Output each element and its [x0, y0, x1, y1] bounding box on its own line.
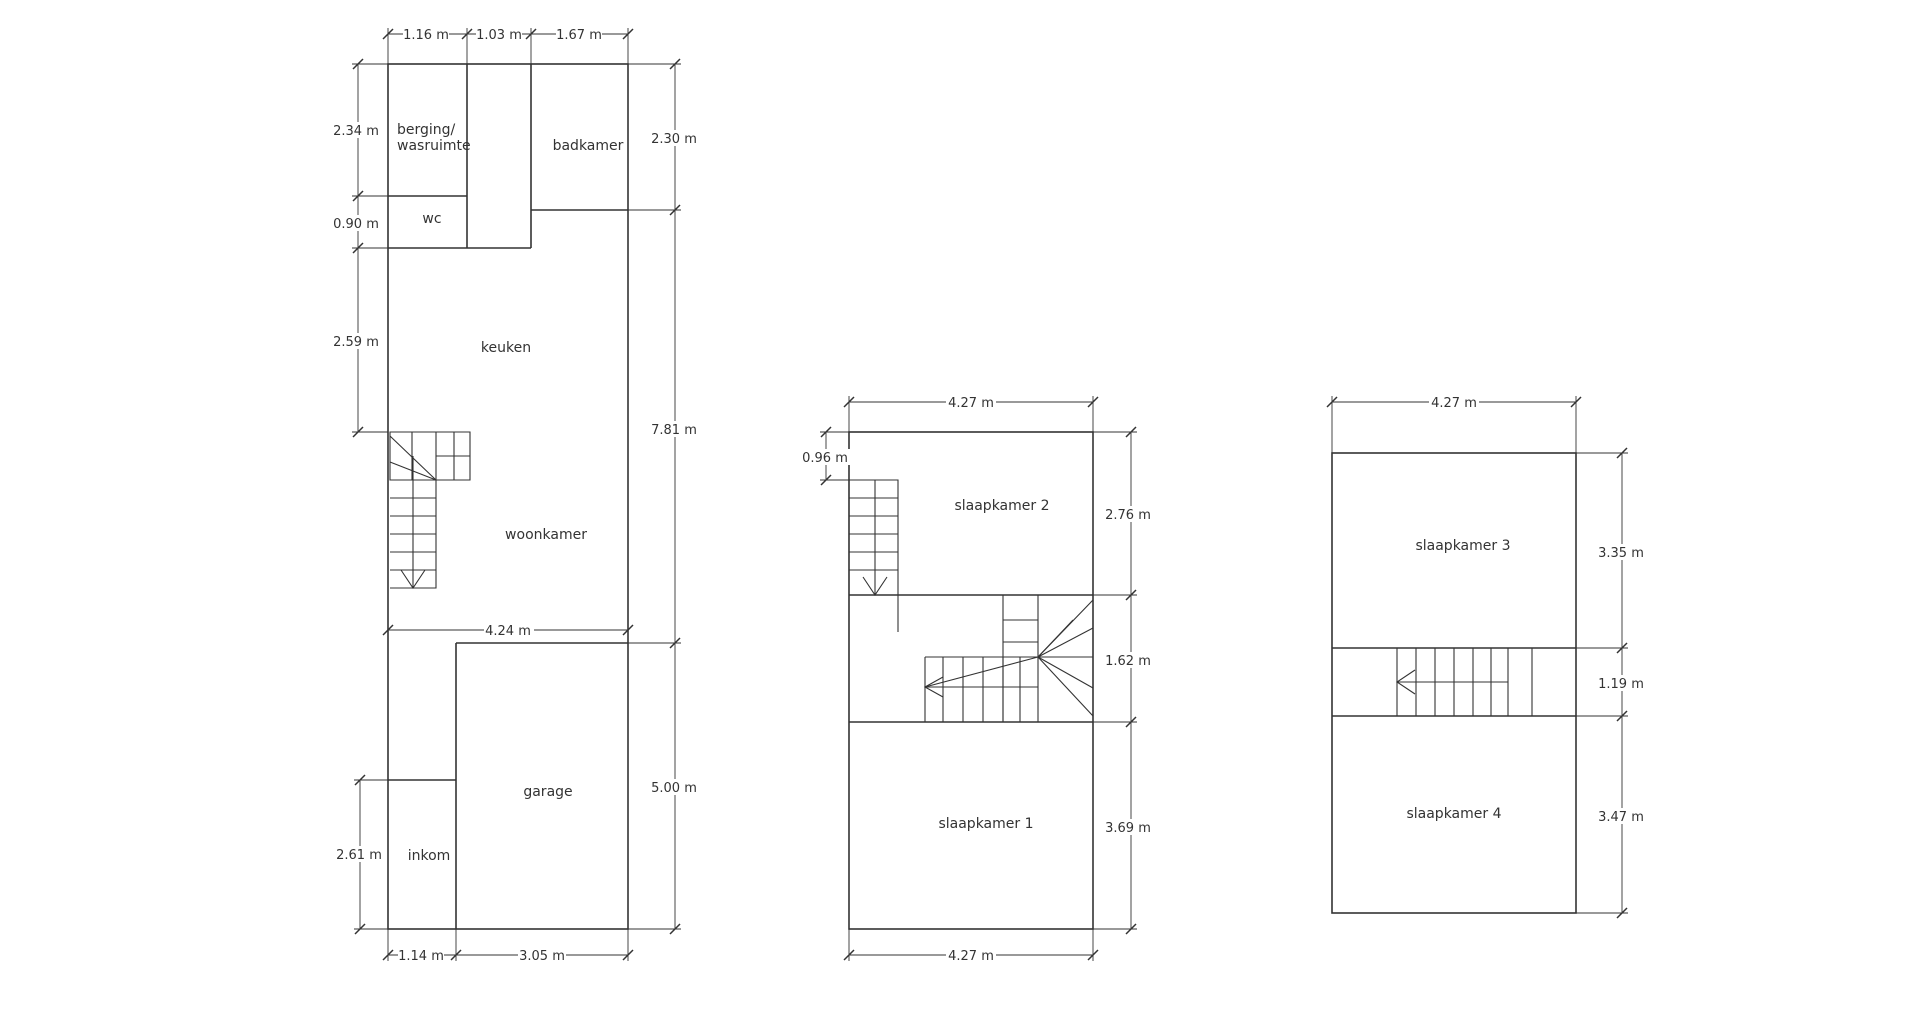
- room-label-berging: berging/: [397, 122, 456, 138]
- room-label-inkom: inkom: [408, 848, 451, 864]
- ground-floor-dimension-labels: 1.16 m 1.03 m 1.67 m 2.34 m 0.90 m 2.59 …: [332, 26, 700, 964]
- dim-label-second-top: 4.27 m: [1431, 396, 1477, 411]
- ground-floor-dimension-lines: [352, 28, 681, 961]
- room-label-wasruimte: wasruimte: [397, 138, 471, 154]
- dim-label-bottom-1: 1.14 m: [398, 949, 444, 964]
- dim-label-right-garage: 5.00 m: [651, 781, 697, 796]
- second-floor-staircase: [1396, 648, 1533, 716]
- room-label-slaapkamer-3: slaapkamer 3: [1415, 538, 1510, 554]
- room-label-wc: wc: [422, 211, 441, 227]
- dim-label-top-1: 1.16 m: [403, 28, 449, 43]
- room-label-woonkamer: woonkamer: [505, 527, 587, 543]
- dim-label-first-left-stair: 0.96 m: [802, 451, 848, 466]
- first-floor-walls: [848, 431, 1094, 930]
- room-label-slaapkamer-4: slaapkamer 4: [1406, 806, 1501, 822]
- second-floor-dimension-labels: 4.27 m 3.35 m 1.19 m 3.47 m: [1429, 394, 1647, 825]
- dim-label-first-right-1: 2.76 m: [1105, 508, 1151, 523]
- dim-label-top-2: 1.03 m: [476, 28, 522, 43]
- dim-label-garage-width: 4.24 m: [485, 624, 531, 639]
- dim-label-top-3: 1.67 m: [556, 28, 602, 43]
- ground-floor-staircase: [389, 431, 471, 589]
- first-floor-room-labels: slaapkamer 2 slaapkamer 1: [938, 498, 1049, 832]
- ground-floor-room-labels: berging/ wasruimte wc badkamer keuken wo…: [397, 122, 624, 864]
- room-label-garage: garage: [523, 784, 572, 800]
- dim-label-left-berging: 2.34 m: [333, 124, 379, 139]
- dim-label-bottom-2: 3.05 m: [519, 949, 565, 964]
- room-label-keuken: keuken: [481, 340, 531, 356]
- dim-label-second-right-2: 1.19 m: [1598, 677, 1644, 692]
- first-floor-plan: slaapkamer 2 slaapkamer 1: [801, 394, 1154, 964]
- room-label-badkamer: badkamer: [553, 138, 624, 154]
- room-label-slaapkamer-1: slaapkamer 1: [938, 816, 1033, 832]
- room-label-slaapkamer-2: slaapkamer 2: [954, 498, 1049, 514]
- ground-floor-plan: berging/ wasruimte wc badkamer keuken wo…: [332, 26, 700, 964]
- dim-label-first-top: 4.27 m: [948, 396, 994, 411]
- dim-label-first-right-3: 3.69 m: [1105, 821, 1151, 836]
- dim-label-left-inkom: 2.61 m: [336, 848, 382, 863]
- first-floor-staircase: [849, 479, 1094, 722]
- ground-floor-walls: [387, 63, 629, 930]
- dim-label-first-right-2: 1.62 m: [1105, 654, 1151, 669]
- dim-label-left-wc: 0.90 m: [333, 217, 379, 232]
- dim-label-first-bottom: 4.27 m: [948, 949, 994, 964]
- dim-label-right-main: 7.81 m: [651, 423, 697, 438]
- dim-label-second-right-3: 3.47 m: [1598, 810, 1644, 825]
- dim-label-second-right-1: 3.35 m: [1598, 546, 1644, 561]
- second-floor-dimension-lines: [1326, 396, 1628, 919]
- second-floor-room-labels: slaapkamer 3 slaapkamer 4: [1406, 538, 1510, 822]
- dim-label-right-badkamer: 2.30 m: [651, 132, 697, 147]
- second-floor-plan: slaapkamer 3 slaapkamer 4 4.27 m 3.35 m: [1326, 394, 1647, 919]
- first-floor-dimension-labels: 4.27 m 0.96 m 2.76 m 1.62 m 3.69 m 4.27 …: [801, 394, 1154, 964]
- first-floor-dimension-lines: [820, 396, 1137, 961]
- dim-label-left-keuken: 2.59 m: [333, 335, 379, 350]
